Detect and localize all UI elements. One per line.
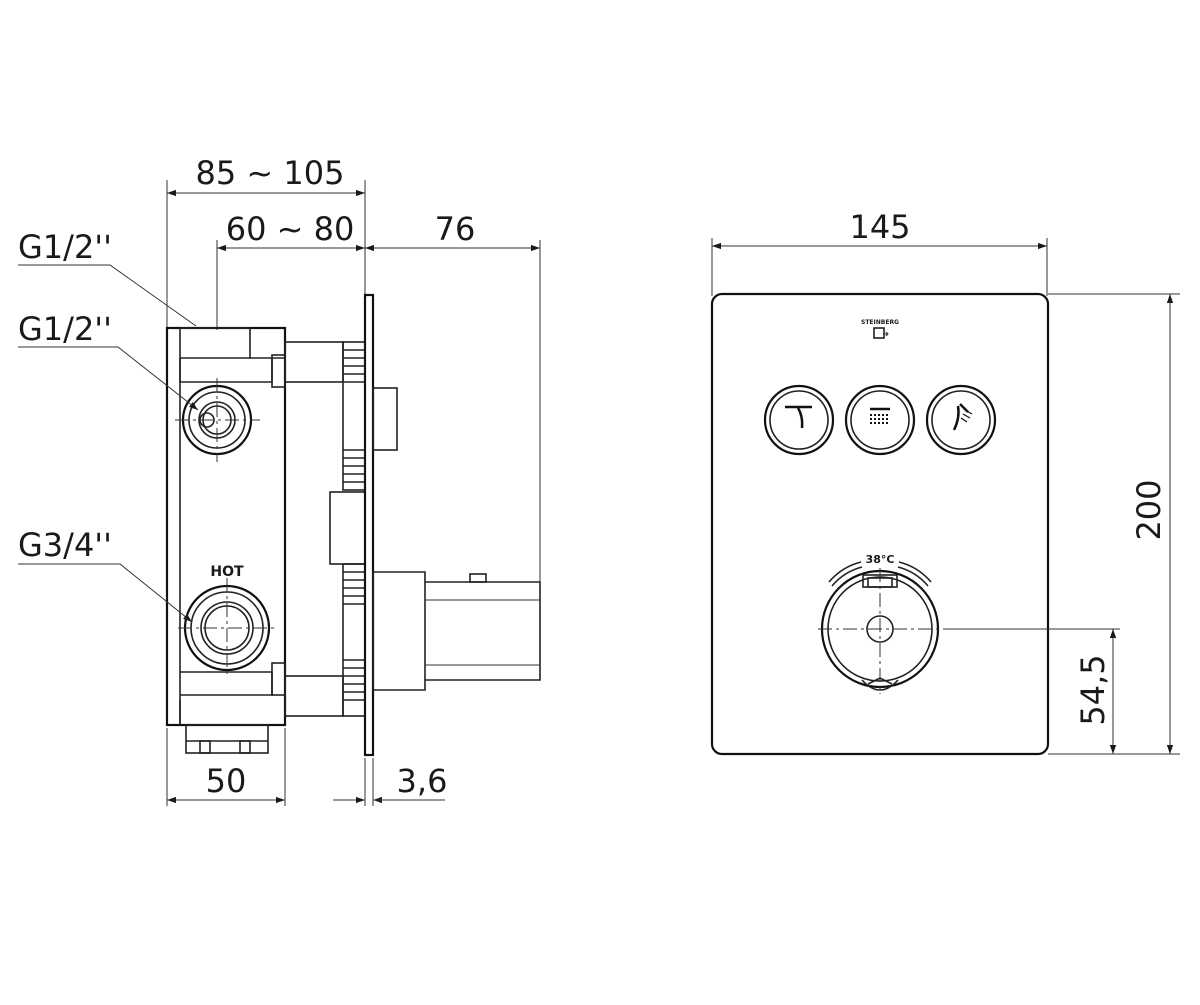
dimension-height: 200 <box>1048 293 1180 755</box>
thread-label-top: G1/2'' <box>18 228 112 266</box>
cover-plate-edge <box>363 293 375 757</box>
spacer-block <box>329 491 366 565</box>
temperature-label: 38°C <box>866 553 895 566</box>
function-button-3 <box>925 384 997 456</box>
dimension-width-label: 145 <box>849 208 910 246</box>
inlet-port-hot: HOT <box>178 564 278 678</box>
hot-label: HOT <box>210 564 244 580</box>
dimension-plate-thickness: 3,6 <box>333 758 447 806</box>
dimension-width: 145 <box>711 208 1048 296</box>
mounting-threads-lower <box>342 563 366 717</box>
dimension-depth-total-label: 85 ~ 105 <box>196 154 345 192</box>
overhead-shower-icon <box>870 407 890 424</box>
front-view: 145 STEINBERG <box>710 208 1180 756</box>
dimension-plate-thickness-label: 3,6 <box>397 762 448 800</box>
thermostat-knob: 38°C <box>818 553 1120 694</box>
dimension-depth-body-label: 60 ~ 80 <box>226 210 355 248</box>
outlet-port-upper <box>175 378 260 462</box>
cover-plate-front <box>710 292 1050 756</box>
thread-label-inlet: G3/4'' <box>18 526 112 564</box>
thread-label-mid: G1/2'' <box>18 310 112 348</box>
mounting-threads-upper <box>342 341 366 491</box>
dimension-box-width: 50 <box>166 728 286 806</box>
function-button-2 <box>844 384 916 456</box>
thread-callout-top: G1/2'' <box>18 228 197 327</box>
knob-projection <box>372 571 541 691</box>
dimension-height-label: 200 <box>1130 479 1168 540</box>
button-projection <box>372 387 398 451</box>
brand-logo-text: STEINBERG <box>861 319 899 326</box>
dimension-knob-height: 54,5 <box>1074 629 1117 754</box>
thread-callout-mid: G1/2'' <box>18 310 199 411</box>
dimension-box-width-label: 50 <box>206 762 247 800</box>
dimension-depth-total: 85 ~ 105 <box>166 154 366 330</box>
thread-callout-inlet: G3/4'' <box>18 526 193 623</box>
hand-shower-icon <box>952 403 973 431</box>
dimension-projection-label: 76 <box>435 210 476 248</box>
dimension-depth-body: 60 ~ 80 <box>216 210 365 330</box>
function-button-1 <box>763 384 835 456</box>
brand-logo: STEINBERG <box>861 319 899 339</box>
dimension-projection: 76 <box>365 210 541 582</box>
valve-body <box>165 326 344 754</box>
dimension-knob-height-label: 54,5 <box>1074 654 1112 725</box>
side-view: 85 ~ 105 60 ~ 80 76 <box>18 154 541 806</box>
spout-icon <box>785 405 812 429</box>
